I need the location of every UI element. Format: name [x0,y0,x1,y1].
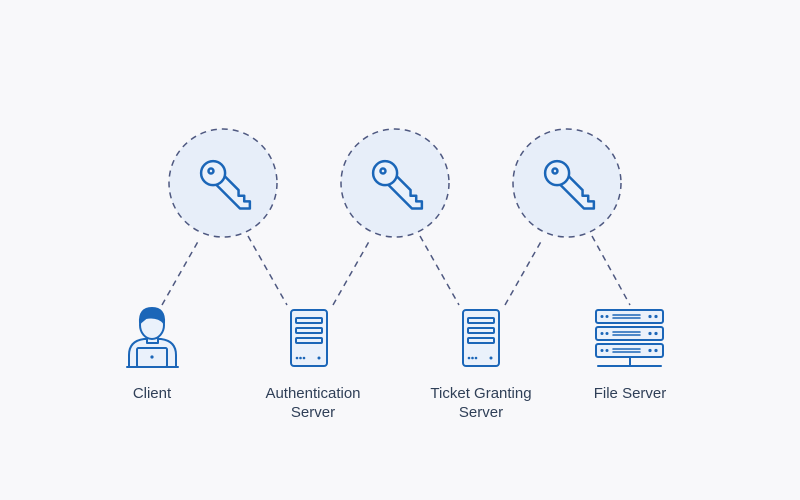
ticket-granting-server-label-line-2: Server [458,404,504,421]
server-rack-icon [595,309,664,367]
server-icon [290,309,328,367]
connectors [161,235,631,306]
ticket-granting-server-label-line-1: Ticket Granting [430,385,532,402]
connector-auth-key2 [332,237,372,306]
key-icon [199,159,252,210]
file-server-label-line: File Server [593,385,667,402]
user-laptop-icon [126,307,179,368]
file-server-label: File Server [540,384,720,403]
key-icon [371,159,424,210]
connector-key1-auth [247,235,288,306]
key-node-2 [340,128,450,238]
connector-client-key1 [161,237,201,306]
key-node-3 [512,128,622,238]
client-label-line: Client [132,385,172,402]
authentication-server-label-line-2: Server [290,404,336,421]
key-node-1 [168,128,278,238]
connector-key2-tgs [419,235,460,306]
connector-key3-file [591,235,631,306]
authentication-server-label: Authentication Server [223,384,403,422]
ticket-granting-server-label: Ticket Granting Server [391,384,571,422]
server-icon [462,309,500,367]
client-label: Client [62,384,242,403]
authentication-server-label-line-1: Authentication [265,385,361,402]
connector-tgs-key3 [504,237,544,306]
key-icon [543,159,596,210]
